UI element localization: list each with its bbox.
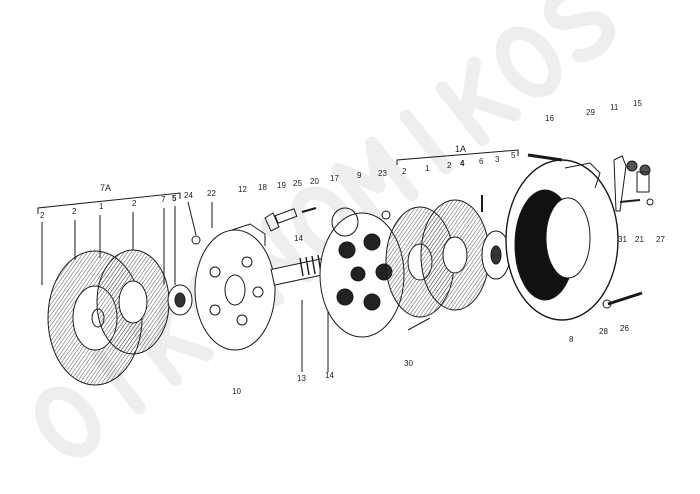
part-label: 5 [511, 151, 516, 160]
part-label: 8 [569, 335, 574, 344]
part-label: 7 [161, 195, 166, 204]
part-label: 28 [599, 327, 608, 336]
part-label: 23 [378, 169, 387, 178]
part-label: 16 [545, 114, 554, 123]
part-label: 1 [99, 202, 104, 211]
part-label: 20 [310, 177, 319, 186]
part-label: 2 [72, 207, 77, 216]
label-1a: 1A [455, 144, 467, 154]
part-label: 11 [610, 103, 619, 112]
bracket-7a [37, 192, 181, 214]
part-label: 19 [277, 181, 286, 190]
washer-28 [602, 299, 612, 309]
part-label: 25 [293, 179, 302, 188]
part-label: 10 [232, 387, 241, 396]
part-label: 3 [495, 155, 500, 164]
part-label: 26 [620, 324, 629, 333]
part-label: 18 [258, 183, 267, 192]
part-label: 12 [238, 185, 247, 194]
part-label: 24 [184, 191, 193, 200]
part-label: 9 [357, 171, 362, 180]
label-7a: 7A [100, 183, 112, 193]
part-label: 2 [40, 211, 45, 220]
part-label: 29 [586, 108, 595, 117]
part-label: 15 [633, 99, 642, 108]
part-label: 2 [447, 161, 452, 170]
part-label: 22 [207, 189, 216, 198]
part-label: 13 [297, 374, 306, 383]
part-label: 1 [425, 164, 430, 173]
part-label: 21 [635, 235, 644, 244]
part-label: 27 [656, 235, 665, 244]
part-label: 2 [402, 167, 407, 176]
part-label: 30 [404, 359, 413, 368]
bolt-26 [607, 291, 643, 306]
plate-10 [194, 229, 276, 351]
part-label: 31 [618, 235, 627, 244]
part-label: 4 [460, 159, 465, 168]
part-label: 5 [172, 194, 177, 203]
part-label: 14 [325, 371, 334, 380]
bracket-1a [396, 149, 519, 165]
bolt-16 [527, 153, 563, 162]
part-label: 14 [294, 234, 303, 243]
part-label: 6 [479, 157, 484, 166]
part-label: 2 [132, 199, 137, 208]
lever-11 [613, 155, 627, 212]
part-label: 17 [330, 174, 339, 183]
